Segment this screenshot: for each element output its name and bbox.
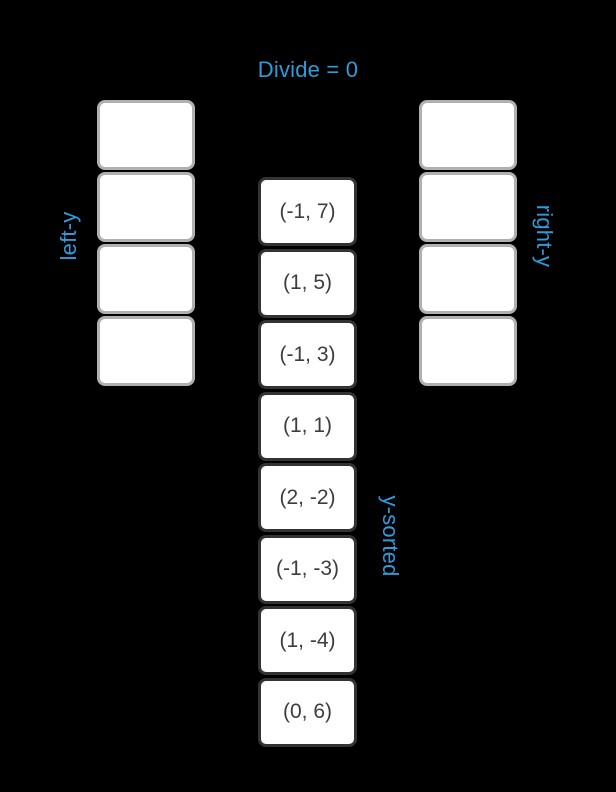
point-cell: (1, 1) bbox=[258, 391, 357, 461]
empty-cell bbox=[97, 100, 195, 170]
point-cell: (-1, 3) bbox=[258, 320, 357, 389]
empty-cell bbox=[419, 316, 517, 386]
point-cell: (1, 5) bbox=[258, 248, 357, 318]
left-column bbox=[97, 100, 195, 386]
right-column bbox=[419, 100, 517, 386]
empty-cell bbox=[97, 244, 195, 314]
point-cell: (2, -2) bbox=[258, 463, 357, 532]
empty-cell bbox=[97, 172, 195, 242]
empty-cell bbox=[419, 172, 517, 242]
left-column-label: left-y bbox=[56, 211, 81, 261]
center-column-label: y-sorted bbox=[378, 495, 403, 577]
center-column: (-1, 7) (1, 5) (-1, 3) (1, 1) (2, -2) (-… bbox=[258, 177, 357, 747]
point-cell: (-1, 7) bbox=[258, 177, 357, 246]
point-cell: (-1, -3) bbox=[258, 534, 357, 604]
right-column-label: right-y bbox=[532, 204, 557, 268]
empty-cell bbox=[419, 100, 517, 170]
diagram-title: Divide = 0 bbox=[257, 57, 359, 82]
empty-cell bbox=[97, 316, 195, 386]
point-cell: (0, 6) bbox=[258, 677, 357, 747]
point-cell: (1, -4) bbox=[258, 606, 357, 675]
empty-cell bbox=[419, 244, 517, 314]
